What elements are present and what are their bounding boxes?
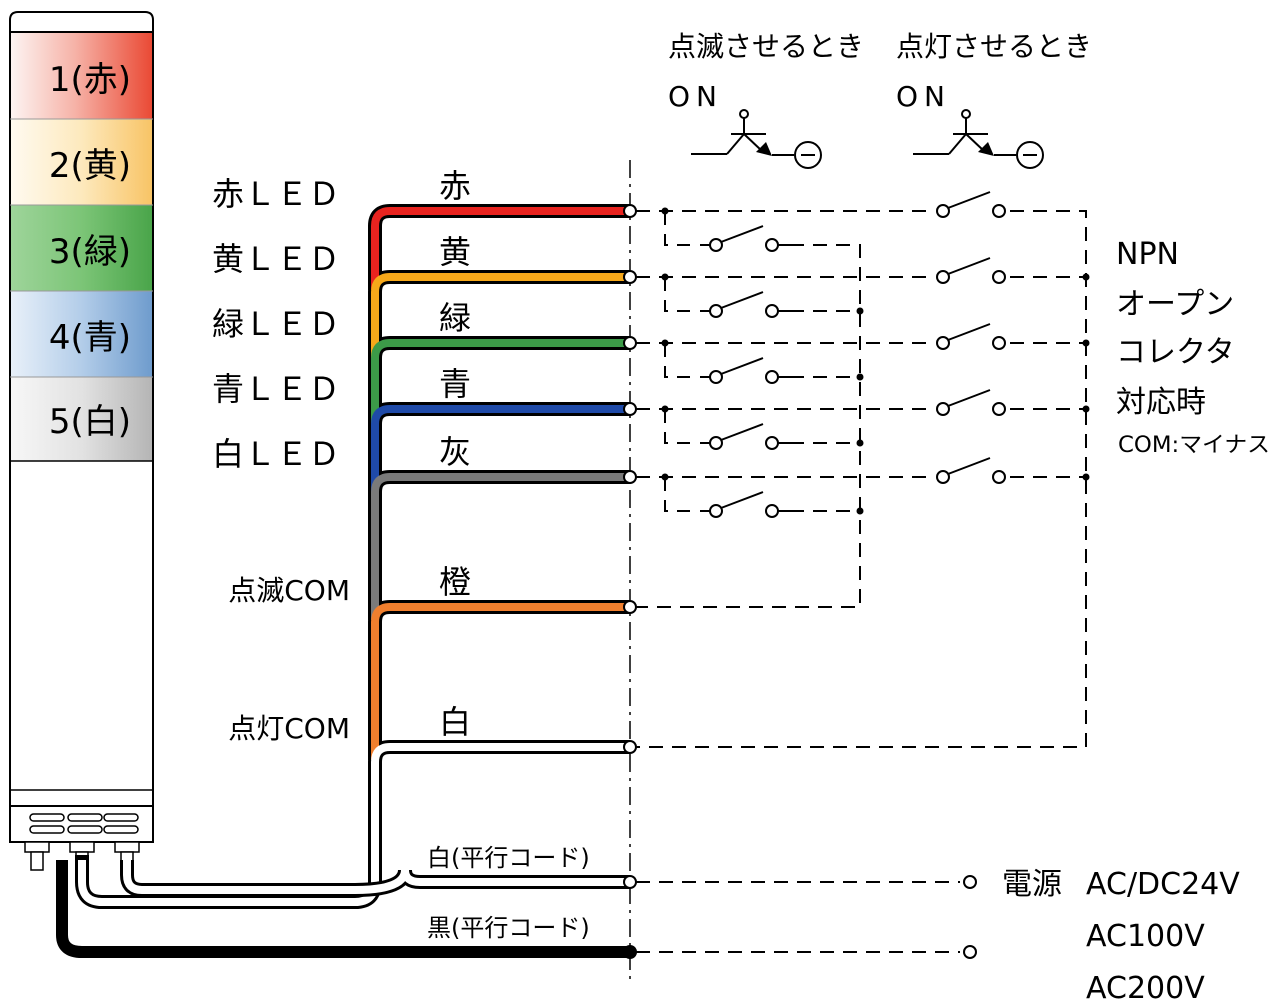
power-cord-white xyxy=(123,860,630,894)
flash-mode-title: 点滅させるとき xyxy=(668,30,864,63)
wire-yellow xyxy=(371,273,630,420)
led-label-green: 緑ＬＥＤ xyxy=(212,305,340,343)
tier-4-label: 4(青) xyxy=(49,318,131,358)
wire-red xyxy=(371,207,630,290)
tier-3-green xyxy=(11,205,152,291)
power-cord-white-label: 白(平行コード) xyxy=(427,844,590,872)
npn-transistor-light-icon xyxy=(913,109,1044,169)
light-switch-4 xyxy=(936,389,1006,416)
light-mode-on: ON xyxy=(896,80,951,113)
wire-white xyxy=(78,743,630,906)
npn-note-line-2: オープン xyxy=(1116,287,1234,322)
wire-label-gray: 灰 xyxy=(439,433,471,471)
power-cord-black-label: 黒(平行コード) xyxy=(427,914,590,942)
tier-5-label: 5(白) xyxy=(49,402,131,442)
wire-label-white: 白 xyxy=(439,703,471,741)
switch-network xyxy=(636,207,1090,953)
npn-note-line-4: 対応時 xyxy=(1116,385,1206,420)
wire-label-blue: 青 xyxy=(439,365,471,403)
power-supply: 電源 AC/DC24V AC100V AC200V xyxy=(963,867,1240,1004)
wire-color-labels: 赤 黄 緑 青 灰 橙 白 xyxy=(439,167,471,741)
tier-3-label: 3(緑) xyxy=(49,232,131,272)
tier-2-label: 2(黄) xyxy=(49,146,131,186)
tier-4-blue xyxy=(11,291,152,377)
flash-switch-3 xyxy=(700,357,790,384)
wire-green xyxy=(371,339,630,480)
power-cord-black xyxy=(56,860,630,958)
power-voltage-2: AC100V xyxy=(1086,919,1205,954)
signal-tower: 1(赤) 2(黄) 3(緑) 4(青) 5(白) xyxy=(9,11,154,871)
light-switch-2 xyxy=(936,257,1006,284)
npn-note-line-5: COM:マイナス xyxy=(1118,433,1270,458)
tier-5-white xyxy=(11,377,152,461)
light-switches xyxy=(936,191,1006,484)
wire-label-orange: 橙 xyxy=(439,563,471,601)
light-switch-1 xyxy=(936,191,1006,218)
tower-cables xyxy=(56,204,630,958)
npn-transistor-flash-icon xyxy=(691,109,822,169)
power-voltage-3: AC200V xyxy=(1086,971,1205,1004)
wire-label-yellow: 黄 xyxy=(439,233,471,271)
tier-1-label: 1(赤) xyxy=(49,60,131,100)
led-label-red: 赤ＬＥＤ xyxy=(212,175,340,213)
led-labels: 赤ＬＥＤ 黄ＬＥＤ 緑ＬＥＤ 青ＬＥＤ 白ＬＥＤ xyxy=(212,175,340,473)
light-switch-5 xyxy=(936,457,1006,484)
npn-note-line-1: NPN xyxy=(1116,237,1179,272)
light-mode-title: 点灯させるとき xyxy=(896,30,1092,63)
flash-switch-2 xyxy=(700,291,790,318)
flash-switch-5 xyxy=(700,491,790,518)
led-label-white: 白ＬＥＤ xyxy=(212,435,340,473)
flash-com-label: 点滅COM xyxy=(228,574,350,607)
flash-switch-1 xyxy=(700,225,790,252)
wire-label-green: 緑 xyxy=(439,299,471,337)
flash-switch-4 xyxy=(700,423,790,450)
power-voltage-1: AC/DC24V xyxy=(1086,867,1240,902)
flash-mode-on: ON xyxy=(668,80,723,113)
vent-slots xyxy=(29,813,139,834)
wire-orange xyxy=(371,603,630,760)
wire-gray xyxy=(371,473,630,620)
wire-label-red: 赤 xyxy=(439,167,471,205)
npn-note-line-3: コレクタ xyxy=(1116,335,1235,370)
flash-switches xyxy=(700,225,790,518)
npn-note: NPN オープン コレクタ 対応時 COM:マイナス xyxy=(1116,237,1270,458)
wire-blue xyxy=(371,405,630,550)
power-label: 電源 xyxy=(1002,867,1062,902)
light-com-label: 点灯COM xyxy=(228,712,350,745)
tier-1-red xyxy=(11,33,152,119)
led-label-yellow: 黄ＬＥＤ xyxy=(212,240,340,278)
led-label-blue: 青ＬＥＤ xyxy=(212,370,340,408)
light-switch-3 xyxy=(936,323,1006,350)
tier-2-yellow xyxy=(11,119,152,205)
